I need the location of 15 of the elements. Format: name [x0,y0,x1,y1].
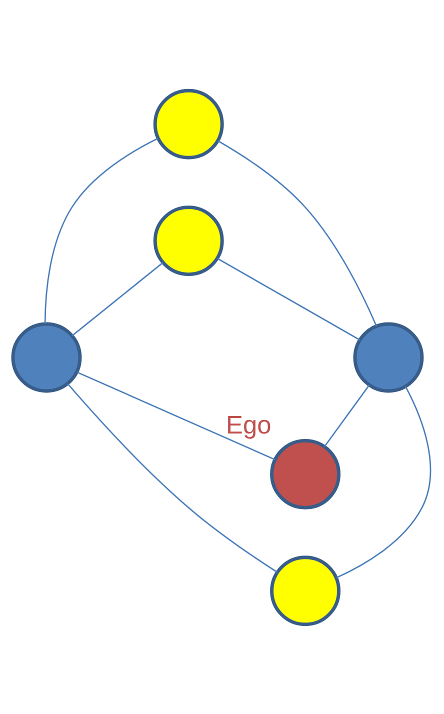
node-circle [153,205,224,276]
node-circle [353,322,424,392]
node-circle [153,88,224,159]
connector [67,382,278,572]
node-circle [270,438,341,509]
connector [324,384,370,447]
node-circle [270,555,341,626]
node-label: Ego [226,410,272,439]
connector [217,140,378,326]
connector [216,257,360,340]
connector [44,137,158,324]
connector [72,262,164,336]
connector [76,371,276,460]
connector [336,386,432,578]
node-circle [11,322,82,392]
